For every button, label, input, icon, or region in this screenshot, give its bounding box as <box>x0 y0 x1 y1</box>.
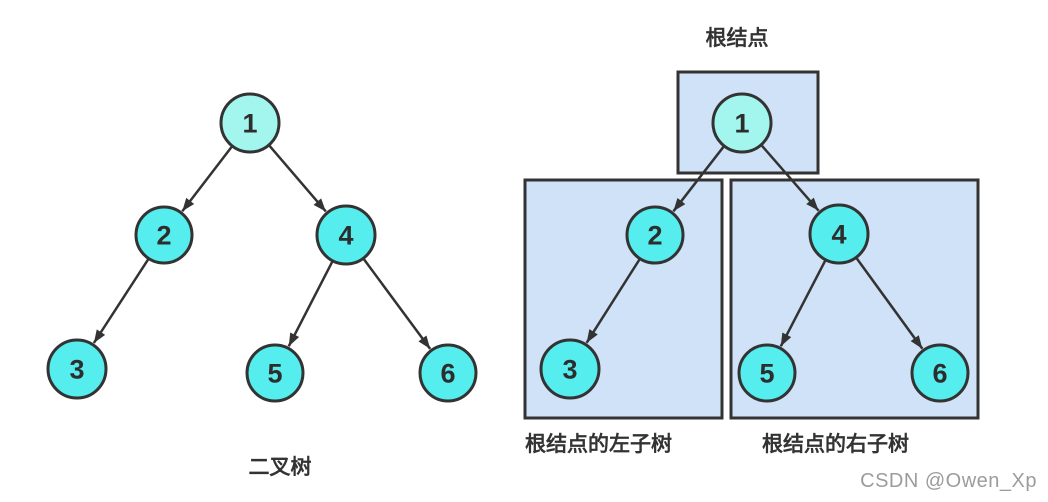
edge-2-3 <box>92 258 150 344</box>
node-label: 5 <box>759 359 774 389</box>
node-circle <box>711 92 773 154</box>
node-label: 2 <box>156 221 171 251</box>
node-label: 3 <box>69 355 84 385</box>
tree-node-5: 5 <box>737 343 797 403</box>
tree-node-6: 6 <box>418 343 478 403</box>
node-circle <box>539 338 601 400</box>
tree-node-3: 3 <box>46 338 108 400</box>
tree-node-1: 1 <box>219 92 281 154</box>
node-circle <box>315 204 377 266</box>
edge-4-6 <box>362 258 432 350</box>
node-circle <box>46 338 108 400</box>
edge-1-2 <box>672 145 725 213</box>
tree-node-1: 1 <box>711 92 773 154</box>
node-label: 4 <box>831 220 846 250</box>
node-label: 6 <box>932 359 947 389</box>
node-label: 2 <box>647 221 662 251</box>
node-circle <box>625 205 685 265</box>
node-circle <box>245 343 305 403</box>
node-circle <box>910 343 970 403</box>
node-label: 5 <box>267 359 282 389</box>
node-circle <box>808 203 870 265</box>
tree-node-6: 6 <box>910 343 970 403</box>
tree-node-5: 5 <box>245 343 305 403</box>
tree-node-2: 2 <box>625 205 685 265</box>
right-subtree-box-label: 根结点的右子树 <box>762 432 909 456</box>
tree-node-2: 2 <box>134 205 194 265</box>
edge-1-4 <box>268 144 327 213</box>
node-label: 4 <box>338 221 353 251</box>
edge-1-2 <box>181 146 233 212</box>
node-label: 3 <box>562 355 577 385</box>
node-label: 1 <box>242 109 257 139</box>
binary-tree-caption: 二叉树 <box>249 455 312 479</box>
edge-4-6 <box>855 257 924 350</box>
node-circle <box>418 343 478 403</box>
node-circle <box>134 205 194 265</box>
edge-2-3 <box>585 258 641 344</box>
edge-1-4 <box>760 144 820 212</box>
watermark: CSDN @Owen_Xp <box>860 470 1037 492</box>
tree-node-3: 3 <box>539 338 601 400</box>
node-label: 6 <box>440 359 455 389</box>
tree-node-4: 4 <box>315 204 377 266</box>
node-label: 1 <box>734 109 749 139</box>
edge-4-5 <box>779 260 827 347</box>
tree-decomposition-caption: 根结点 <box>706 26 769 50</box>
node-circle <box>219 92 281 154</box>
left-subtree-box-label: 根结点的左子树 <box>525 432 672 456</box>
edge-4-5 <box>287 261 334 347</box>
node-circle <box>737 343 797 403</box>
tree-node-4: 4 <box>808 203 870 265</box>
